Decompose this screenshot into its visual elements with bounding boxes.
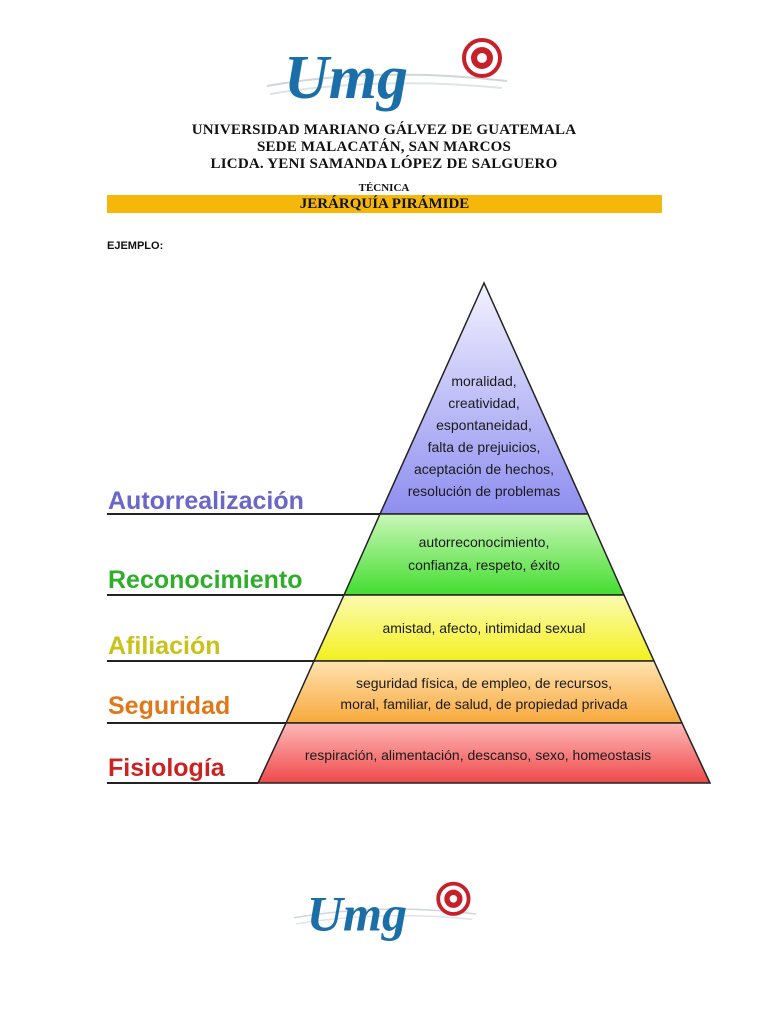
level-text: moral, familiar, de salud, de propiedad … (340, 696, 627, 712)
logo-text: Umg (284, 44, 408, 112)
umg-logo-graphic: Umg (266, 38, 508, 112)
ejemplo-label: EJEMPLO: (107, 240, 164, 252)
level-text: respiración, alimentación, descanso, sex… (305, 747, 651, 763)
header-campus: SEDE MALACATÁN, SAN MARCOS (256, 139, 512, 155)
level-text: aceptación de hechos, (414, 461, 554, 477)
pyramid-level-reconocimiento (342, 513, 626, 596)
header-tecnica: TÉCNICA (358, 182, 410, 194)
logo-text: Umg (307, 886, 407, 942)
umg-logo-top: Umg (262, 36, 512, 124)
level-text: creatividad, (448, 395, 520, 411)
level-text: confianza, respeto, éxito (408, 557, 560, 573)
level-text: moralidad, (451, 373, 516, 389)
header-university: UNIVERSIDAD MARIANO GÁLVEZ DE GUATEMALA (191, 122, 577, 138)
level-text: autorreconocimiento, (419, 534, 550, 550)
title-banner: JERÁRQUÍA PIRÁMIDE (107, 195, 662, 213)
level-label-autorrealizacion: Autorrealización (108, 487, 304, 515)
level-label-fisiologia: Fisiología (108, 754, 226, 782)
level-text: resolución de problemas (408, 483, 561, 499)
level-label-afiliacion: Afiliación (108, 632, 221, 660)
level-text: espontaneidad, (436, 417, 532, 433)
banner-title: JERÁRQUÍA PIRÁMIDE (299, 196, 470, 212)
pyramid-level-fisiologia (256, 722, 712, 784)
level-label-reconocimiento: Reconocimiento (108, 566, 302, 594)
level-text: seguridad física, de empleo, de recursos… (356, 675, 612, 691)
level-label-seguridad: Seguridad (108, 692, 230, 720)
pyramid-level-seguridad (284, 660, 684, 724)
umg-logo-bottom: Umg (290, 876, 480, 952)
level-text: falta de prejuicios, (428, 439, 541, 455)
header-teacher: LICDA. YENI SAMANDA LÓPEZ DE SALGUERO (210, 156, 558, 172)
level-text: amistad, afecto, intimidad sexual (382, 620, 585, 636)
umg-logo-graphic: Umg (293, 881, 477, 942)
